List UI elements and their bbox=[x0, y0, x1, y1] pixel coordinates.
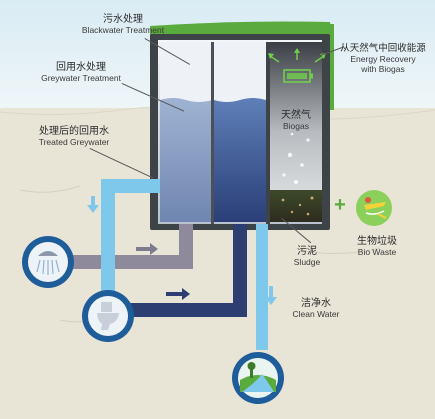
energy-en-line2: with Biogas bbox=[361, 63, 405, 74]
label-bio-waste: 生物垃圾 Bio Waste bbox=[346, 236, 408, 257]
blackwater-en: Blackwater Treatment bbox=[81, 24, 165, 35]
energy-en-line1: Energy Recovery bbox=[350, 53, 416, 64]
treated-greywater-en: Treated Greywater bbox=[38, 136, 110, 147]
bio-waste-zh: 生物垃圾 bbox=[357, 236, 397, 247]
label-clean-water: 洁净水 Clean Water bbox=[276, 298, 356, 319]
label-plus: + bbox=[334, 194, 346, 216]
treated-greywater-zh: 处理后的回用水 bbox=[39, 126, 109, 137]
shower-icon bbox=[22, 236, 74, 288]
biogas-zh: 天然气 bbox=[281, 110, 311, 121]
energy-zh: 从天然气中回收能源 bbox=[340, 43, 426, 54]
blackwater-zh: 污水处理 bbox=[103, 14, 143, 25]
clean-water-zh: 洁净水 bbox=[301, 298, 331, 309]
label-biogas: 天然气 Biogas bbox=[272, 110, 320, 131]
bio-waste-en: Bio Waste bbox=[357, 246, 397, 257]
clean-water-en: Clean Water bbox=[292, 308, 340, 319]
food-waste-icon bbox=[356, 190, 392, 226]
label-treated-greywater: 处理后的回用水 Treated Greywater bbox=[14, 126, 134, 147]
battery-icon bbox=[283, 69, 313, 83]
toilet-icon bbox=[82, 290, 134, 342]
label-greywater: 回用水处理 Greywater Treatment bbox=[16, 62, 146, 83]
label-blackwater: 污水处理 Blackwater Treatment bbox=[48, 14, 198, 35]
label-sludge: 污泥 Sludge bbox=[284, 246, 330, 267]
label-energy-recovery: 从天然气中回收能源 Energy Recovery with Biogas bbox=[334, 43, 432, 74]
sludge-en: Sludge bbox=[293, 256, 321, 267]
biogas-en: Biogas bbox=[283, 120, 309, 131]
sludge-zh: 污泥 bbox=[297, 246, 317, 257]
greywater-en: Greywater Treatment bbox=[41, 72, 121, 83]
river-landscape-icon bbox=[232, 352, 284, 404]
greywater-zh: 回用水处理 bbox=[56, 62, 106, 73]
